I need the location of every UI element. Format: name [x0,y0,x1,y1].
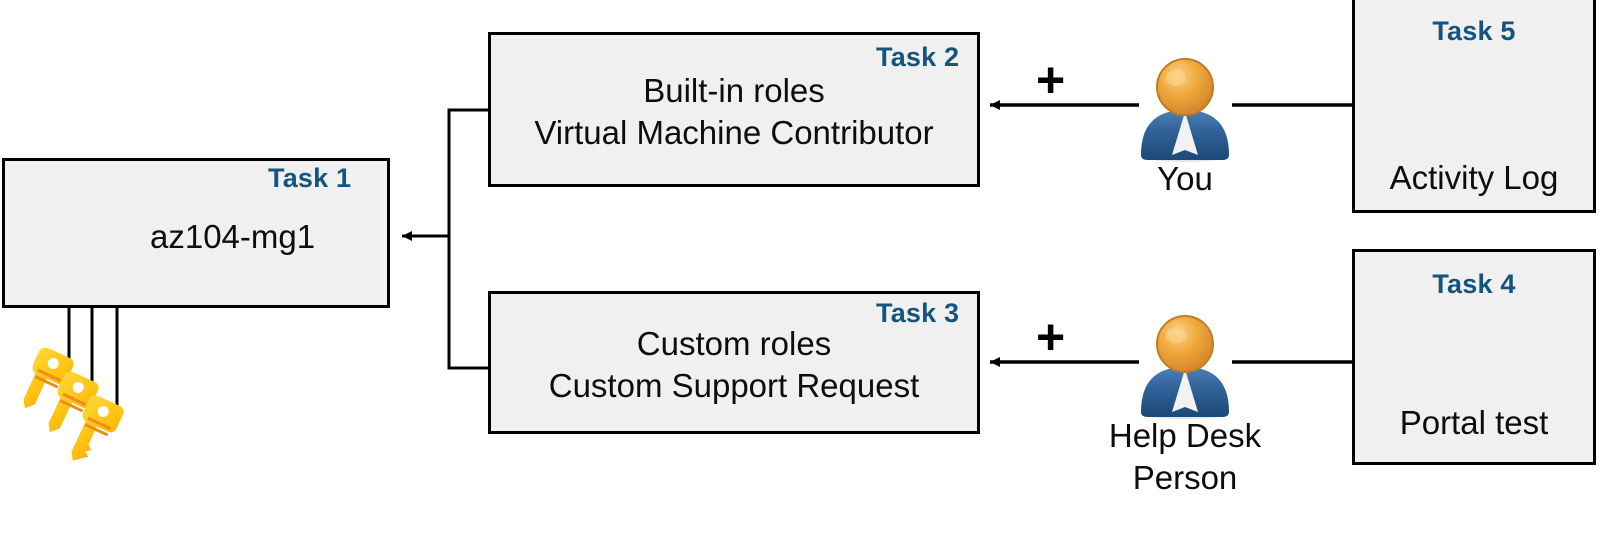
three-keys-icon [23,347,124,461]
person-icon-helpdesk [1141,315,1229,419]
task-box-task4[interactable] [1352,249,1596,465]
task4-label: Task 4 [1432,269,1516,299]
actor-caption-helpdesk-line-2: Person [1132,459,1238,496]
task-box-task3[interactable] [488,291,980,434]
task2-label: Task 2 [876,42,960,72]
task1-text-line-1: az104-mg1 [150,218,316,255]
task5-caption: Activity Log [1389,159,1559,196]
task4-caption: Portal test [1399,404,1549,441]
bracket-connector-to-task1 [402,108,501,370]
task1-label: Task 1 [268,163,352,193]
task5-label: Task 5 [1432,16,1516,46]
actor-caption-you: You [1157,160,1213,197]
person-icon-you [1141,58,1229,162]
task-box-task1[interactable] [2,158,390,308]
task2-text-line-2: Virtual Machine Contributor [534,114,934,151]
plus-operator-top: + [1036,52,1066,108]
task2-text-line-1: Built-in roles [643,72,825,109]
task-box-task2[interactable] [488,32,980,187]
task3-text-line-1: Custom roles [636,325,832,362]
plus-operator-bottom: + [1036,309,1066,365]
actor-caption-helpdesk-line-1: Help Desk [1108,417,1262,454]
task3-text-line-2: Custom Support Request [548,367,920,404]
task-box-task5[interactable] [1352,0,1596,213]
task3-label: Task 3 [876,298,960,328]
